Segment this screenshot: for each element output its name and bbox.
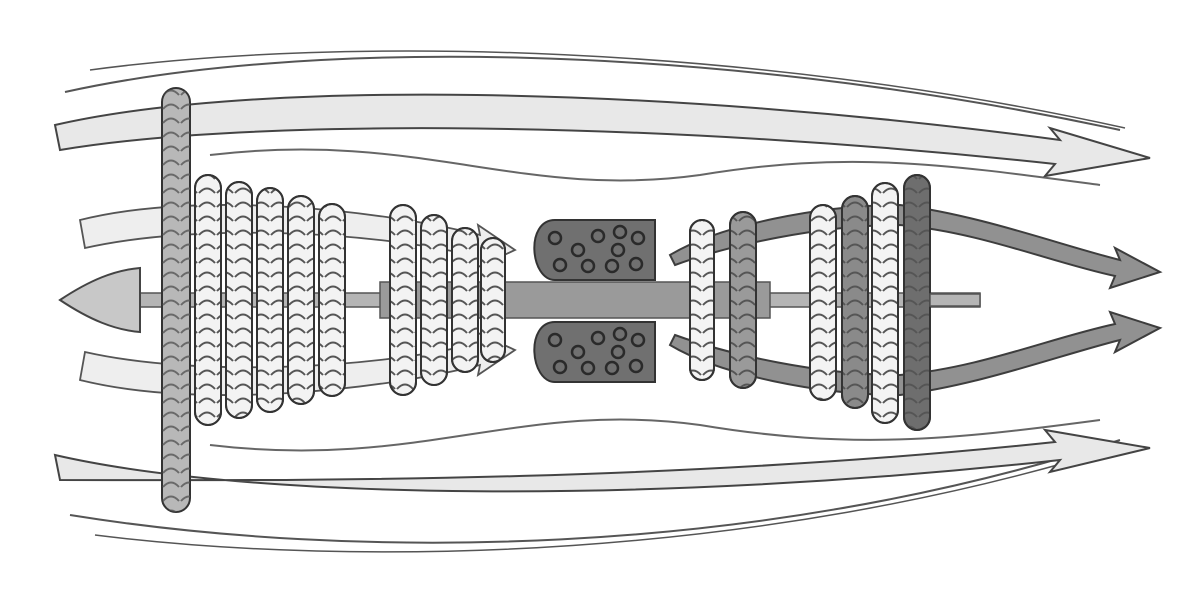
bypass-flow-bottom bbox=[55, 430, 1150, 491]
spinner-cone bbox=[60, 268, 140, 332]
bypass-flow-top bbox=[55, 95, 1150, 176]
shaft-tail bbox=[930, 294, 980, 306]
fan-blade bbox=[162, 88, 190, 512]
combustor-bottom bbox=[534, 322, 655, 382]
combustor-top bbox=[534, 220, 655, 280]
low-pressure-compressor bbox=[195, 175, 345, 425]
